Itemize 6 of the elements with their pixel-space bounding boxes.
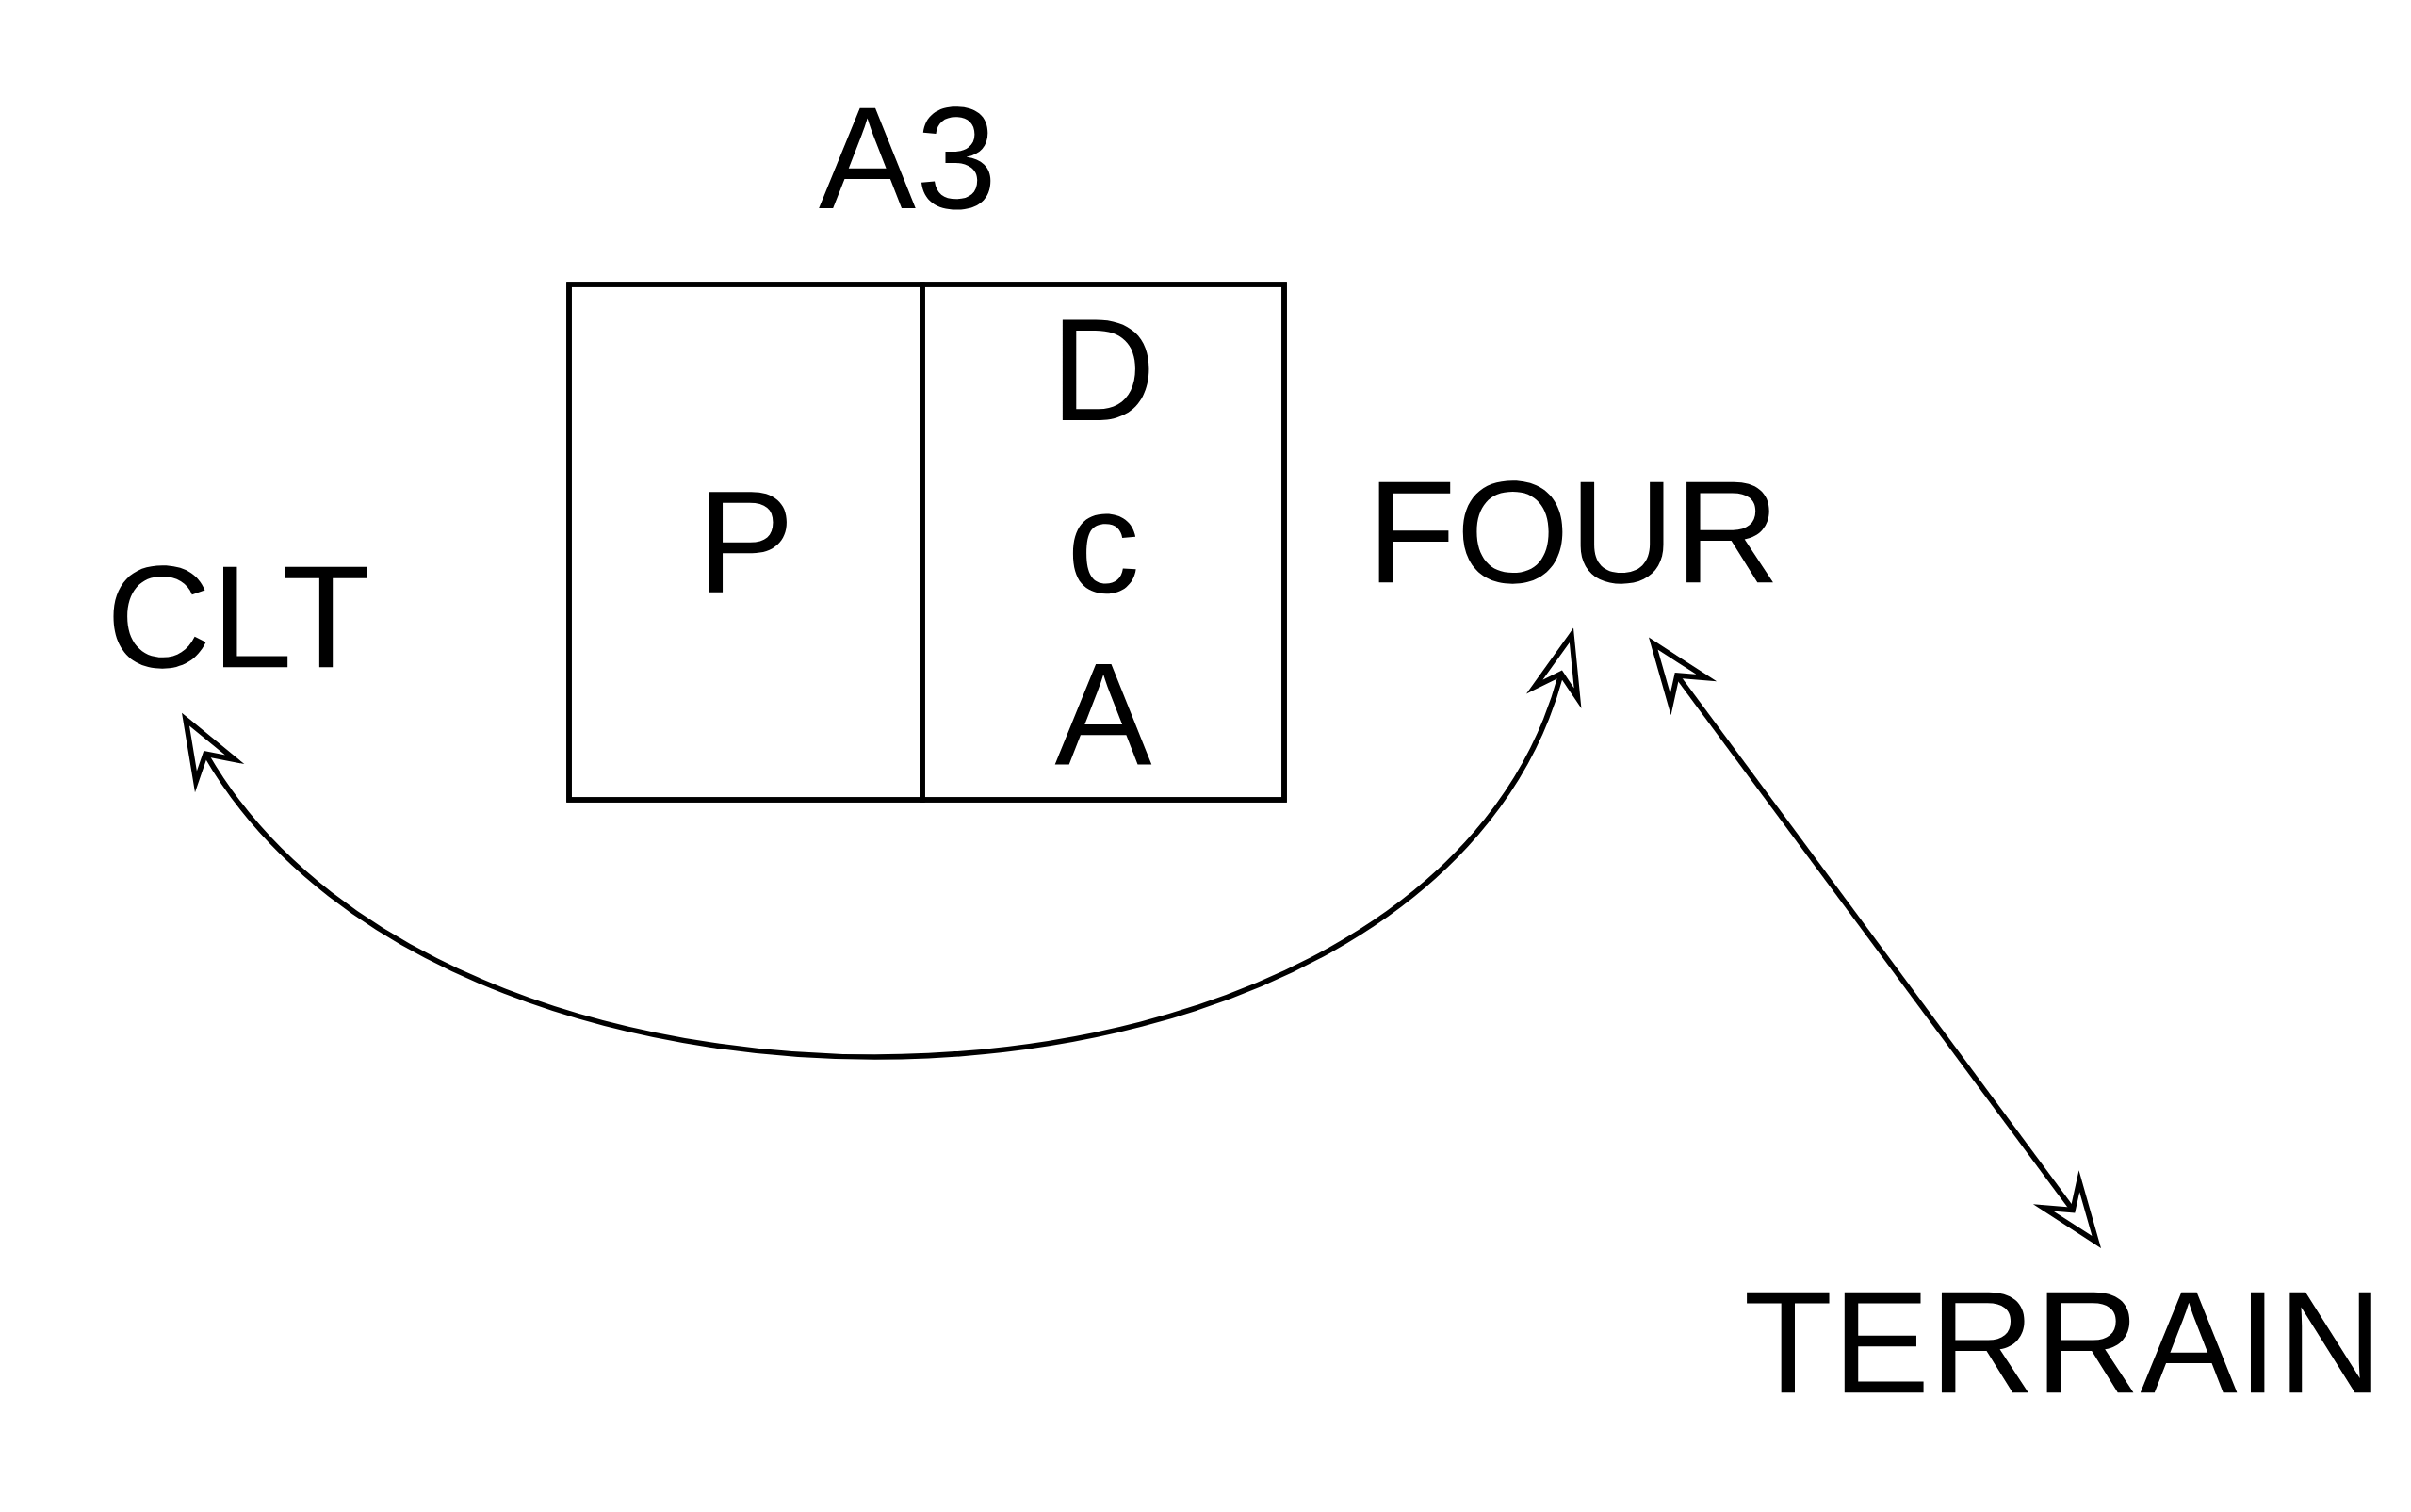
label-text: CLT (113, 565, 367, 669)
label-text: FOUR (1378, 480, 1773, 584)
panel: D c A (920, 282, 1287, 803)
panel: P (566, 282, 925, 803)
node-label: A3 (819, 106, 991, 210)
label-text: TERRAIN (1747, 1292, 2371, 1393)
